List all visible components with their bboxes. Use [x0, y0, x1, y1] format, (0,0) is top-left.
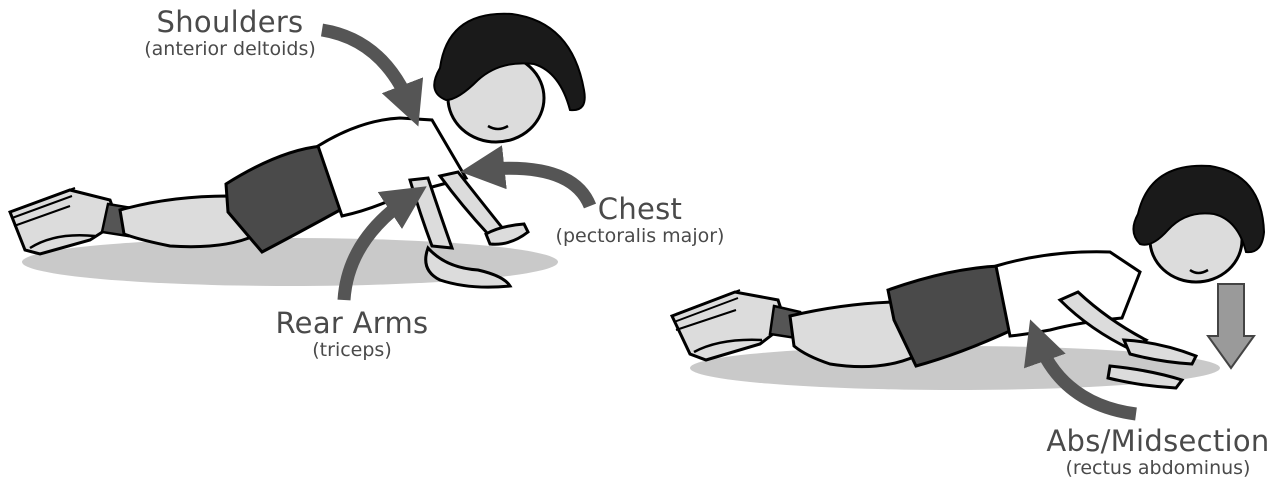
label-chest-sub: (pectoralis major) — [555, 225, 725, 247]
arm-1 — [410, 178, 452, 248]
label-abs: Abs/Midsection (rectus abdominus) — [1042, 425, 1274, 479]
label-rear-arms-title: Rear Arms — [262, 307, 442, 339]
label-shoulders: Shoulders (anterior deltoids) — [135, 6, 325, 60]
arm-2 — [440, 172, 504, 234]
label-rear-arms: Rear Arms (triceps) — [262, 307, 442, 361]
down-arrow — [1208, 284, 1254, 368]
label-shoulders-title: Shoulders — [135, 6, 325, 38]
foot-2 — [672, 290, 800, 360]
label-rear-arms-sub: (triceps) — [262, 339, 442, 361]
label-chest: Chest (pectoralis major) — [555, 193, 725, 247]
figure-down-position — [672, 166, 1264, 390]
label-abs-title: Abs/Midsection — [1042, 425, 1274, 457]
label-shoulders-sub: (anterior deltoids) — [135, 38, 325, 60]
shirt-1 — [318, 118, 466, 216]
arrow-shoulders — [322, 30, 412, 110]
label-chest-title: Chest — [555, 193, 725, 225]
label-abs-sub: (rectus abdominus) — [1042, 457, 1274, 479]
